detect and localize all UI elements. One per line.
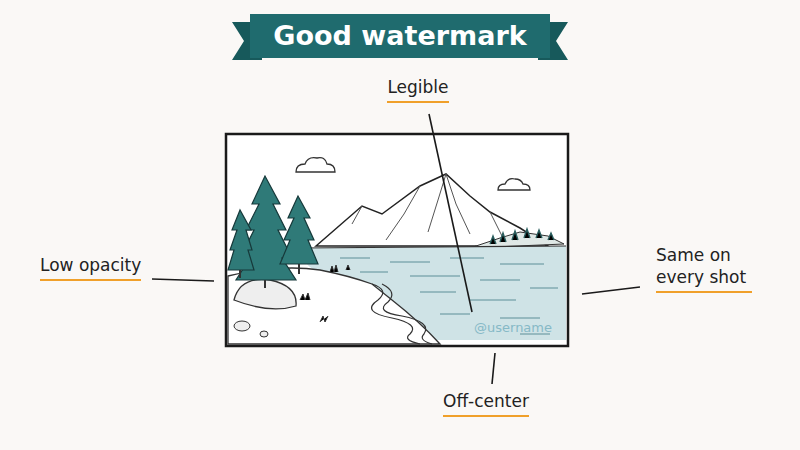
pine-trees xyxy=(228,176,318,280)
callout-label: Off-center xyxy=(443,390,529,417)
photo-frame xyxy=(226,134,568,346)
title-banner xyxy=(232,14,568,60)
watermark-text: @username xyxy=(474,320,552,337)
leader-lines xyxy=(152,114,640,384)
title-text: Good watermark xyxy=(273,18,526,53)
callout-label: Legible xyxy=(387,76,448,103)
callout-label: Low opacity xyxy=(40,254,141,281)
callout-label: Same on every shot xyxy=(656,244,752,293)
